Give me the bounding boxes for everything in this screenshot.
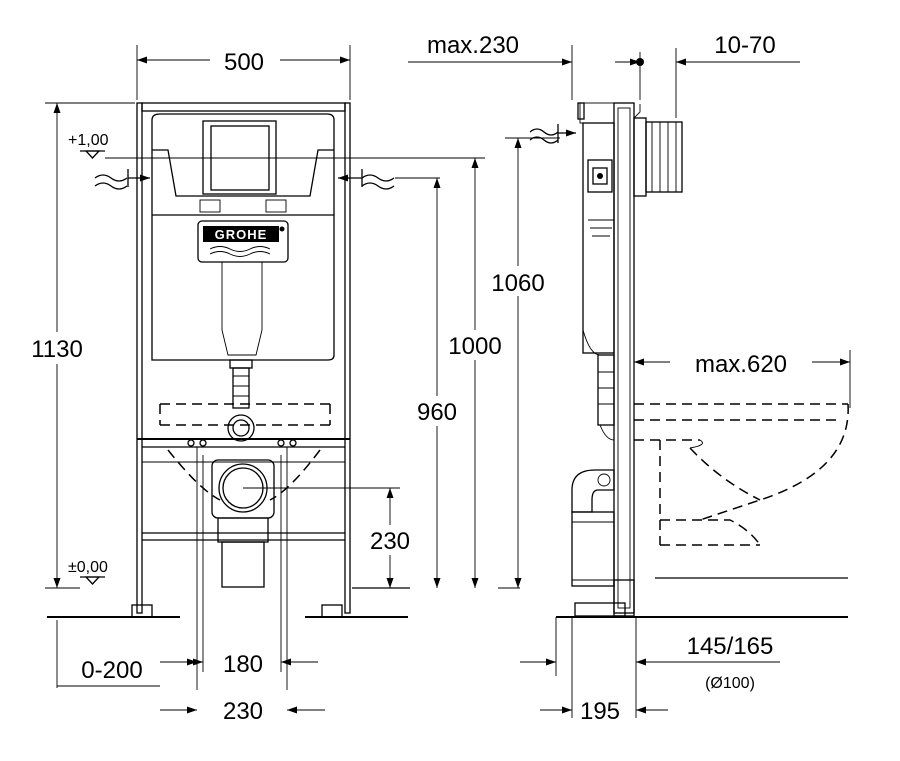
- svg-text:230: 230: [223, 698, 263, 725]
- side-view: 1060: [408, 32, 851, 725]
- svg-text:1130: 1130: [31, 336, 83, 363]
- dim-height-960: 960: [405, 178, 469, 588]
- water-inlets: [94, 169, 440, 190]
- svg-text:1060: 1060: [491, 270, 544, 297]
- side-frame: [571, 102, 635, 617]
- svg-text:230: 230: [370, 528, 410, 555]
- svg-text:960: 960: [417, 399, 457, 426]
- dim-width-230: 230: [160, 698, 325, 725]
- mounting-bolts: [187, 439, 297, 690]
- level-top-label: +1,00: [68, 132, 109, 149]
- svg-text:(Ø100): (Ø100): [705, 675, 755, 692]
- dim-offset-0-200: 0-200: [56, 620, 197, 688]
- dim-height-total: 1130: [20, 102, 135, 589]
- svg-text:0-200: 0-200: [81, 657, 142, 684]
- svg-text:max.620: max.620: [695, 351, 787, 378]
- dim-depth-195: 195: [540, 698, 668, 725]
- svg-text:500: 500: [224, 49, 264, 76]
- cistern: GROHE: [151, 113, 335, 442]
- side-inlet: [529, 124, 576, 144]
- dim-width-180: 180: [170, 455, 318, 678]
- dim-height-230: 230: [243, 487, 425, 588]
- level-floor-label: ±0,00: [68, 559, 108, 576]
- dim-max-620: max.620: [634, 350, 851, 408]
- flush-plate-side: [633, 52, 683, 197]
- svg-text:max.230: max.230: [427, 32, 519, 59]
- pan-outline-side: [634, 403, 849, 546]
- pan-outline-front: [159, 403, 331, 501]
- dim-10-70: 10-70: [615, 32, 800, 118]
- level-marks: +1,00 ±0,00: [68, 132, 232, 585]
- dim-height-1000: 1000: [232, 157, 510, 588]
- svg-text:195: 195: [580, 698, 620, 725]
- dim-145-165: 145/165 (Ø100): [520, 633, 780, 692]
- svg-text:1000: 1000: [448, 333, 501, 360]
- svg-text:145/165: 145/165: [687, 633, 774, 660]
- grohe-logo: GROHE: [215, 227, 268, 242]
- waste-outlet: [211, 459, 275, 588]
- frame-posts: [131, 102, 351, 618]
- dim-width-top: 500: [136, 45, 351, 100]
- dim-max-230: max.230: [408, 32, 573, 100]
- dim-height-1060: 1060: [482, 137, 560, 589]
- front-view: GROHE: [20, 45, 510, 725]
- svg-text:10-70: 10-70: [714, 32, 775, 59]
- svg-text:180: 180: [223, 651, 263, 678]
